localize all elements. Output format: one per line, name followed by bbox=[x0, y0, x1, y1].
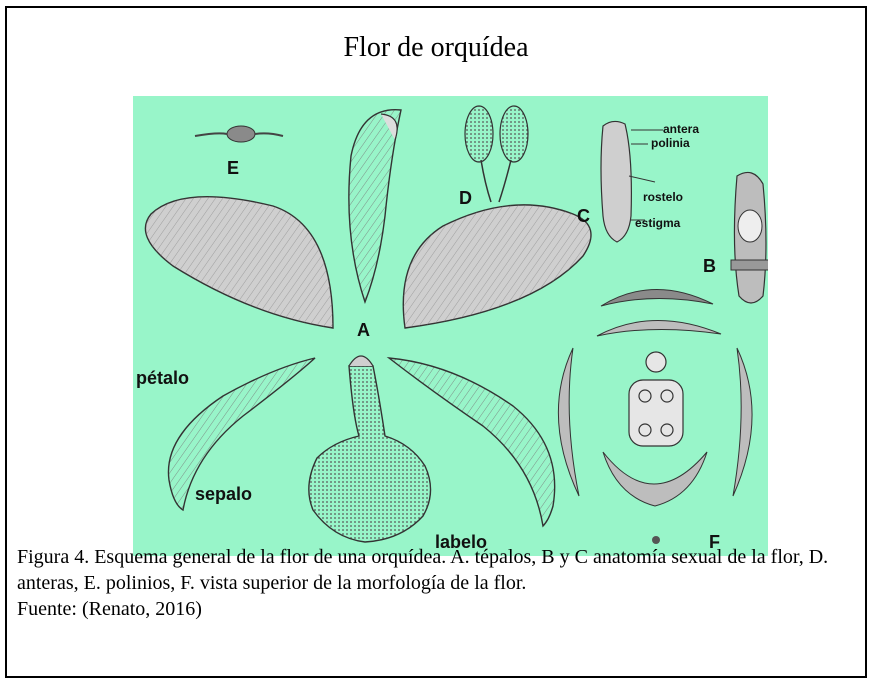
dorsal-sepal-drawing bbox=[349, 110, 401, 302]
label-antera: antera bbox=[663, 122, 699, 136]
right-petal-drawing bbox=[403, 205, 591, 328]
label-estigma: estigma bbox=[635, 216, 680, 230]
label-sepalo: sepalo bbox=[195, 484, 252, 505]
label-A: A bbox=[357, 320, 370, 341]
label-C: C bbox=[577, 206, 590, 227]
label-D: D bbox=[459, 188, 472, 209]
figure-caption: Figura 4. Esquema general de la flor de … bbox=[17, 544, 857, 622]
label-petalo: pétalo bbox=[136, 368, 189, 389]
column-B-drawing bbox=[731, 172, 768, 303]
labelo-drawing bbox=[309, 356, 431, 542]
figure-title: Flor de orquídea bbox=[7, 32, 865, 64]
polinios-E-drawing bbox=[195, 126, 283, 142]
anteras-D-drawing bbox=[465, 106, 528, 202]
caption-text: Figura 4. Esquema general de la flor de … bbox=[17, 544, 857, 596]
label-rostelo: rostelo bbox=[643, 190, 683, 204]
floral-diagram-F-drawing bbox=[558, 289, 752, 544]
label-polinia: polinia bbox=[651, 136, 690, 150]
figure-frame: Flor de orquídea bbox=[5, 6, 867, 678]
orchid-illustration: E D A C B F pétalo sepalo labelo antera … bbox=[133, 96, 768, 556]
left-petal-drawing bbox=[145, 197, 333, 328]
label-B: B bbox=[703, 256, 716, 277]
label-E: E bbox=[227, 158, 239, 179]
caption-source: Fuente: (Renato, 2016) bbox=[17, 596, 857, 622]
